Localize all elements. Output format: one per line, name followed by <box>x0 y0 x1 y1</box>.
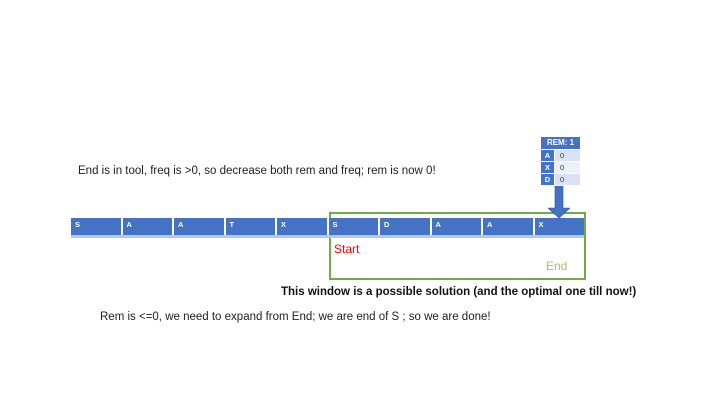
bar-cell: T <box>225 218 275 235</box>
note-bottom-text: Rem is <=0, we need to expand from End; … <box>100 311 491 323</box>
rem-table: REM: 1 A 0 X 0 D 0 <box>541 137 580 185</box>
bar-cell: X <box>277 218 327 235</box>
bar-cell: S <box>71 218 121 235</box>
rem-table-header: REM: 1 <box>541 137 580 149</box>
bar-cell: A <box>174 218 224 235</box>
bar-cell: A <box>483 218 533 235</box>
caption-bold: This window is a possible solution (and … <box>281 286 637 298</box>
bar-cell: X <box>534 218 584 235</box>
rem-value-cell: 0 <box>555 150 580 161</box>
block-arrow-down-icon <box>548 186 570 218</box>
bar-cell: A <box>122 218 172 235</box>
rem-letter-cell: X <box>541 162 554 173</box>
rem-letter-cell: A <box>541 150 554 161</box>
start-label: Start <box>334 242 360 256</box>
end-label: End <box>546 259 568 273</box>
window-outline <box>329 212 586 280</box>
rem-letter-cell: D <box>541 174 554 185</box>
rem-value-cell: 0 <box>555 162 580 173</box>
bar-cell: S <box>328 218 378 235</box>
sequence-bar: S A A T X S D A A X <box>71 218 584 238</box>
bar-cell: A <box>431 218 481 235</box>
note-top-text: End is in tool, freq is >0, so decrease … <box>78 165 436 177</box>
rem-value-cell: 0 <box>555 174 580 185</box>
bar-cell: D <box>380 218 430 235</box>
